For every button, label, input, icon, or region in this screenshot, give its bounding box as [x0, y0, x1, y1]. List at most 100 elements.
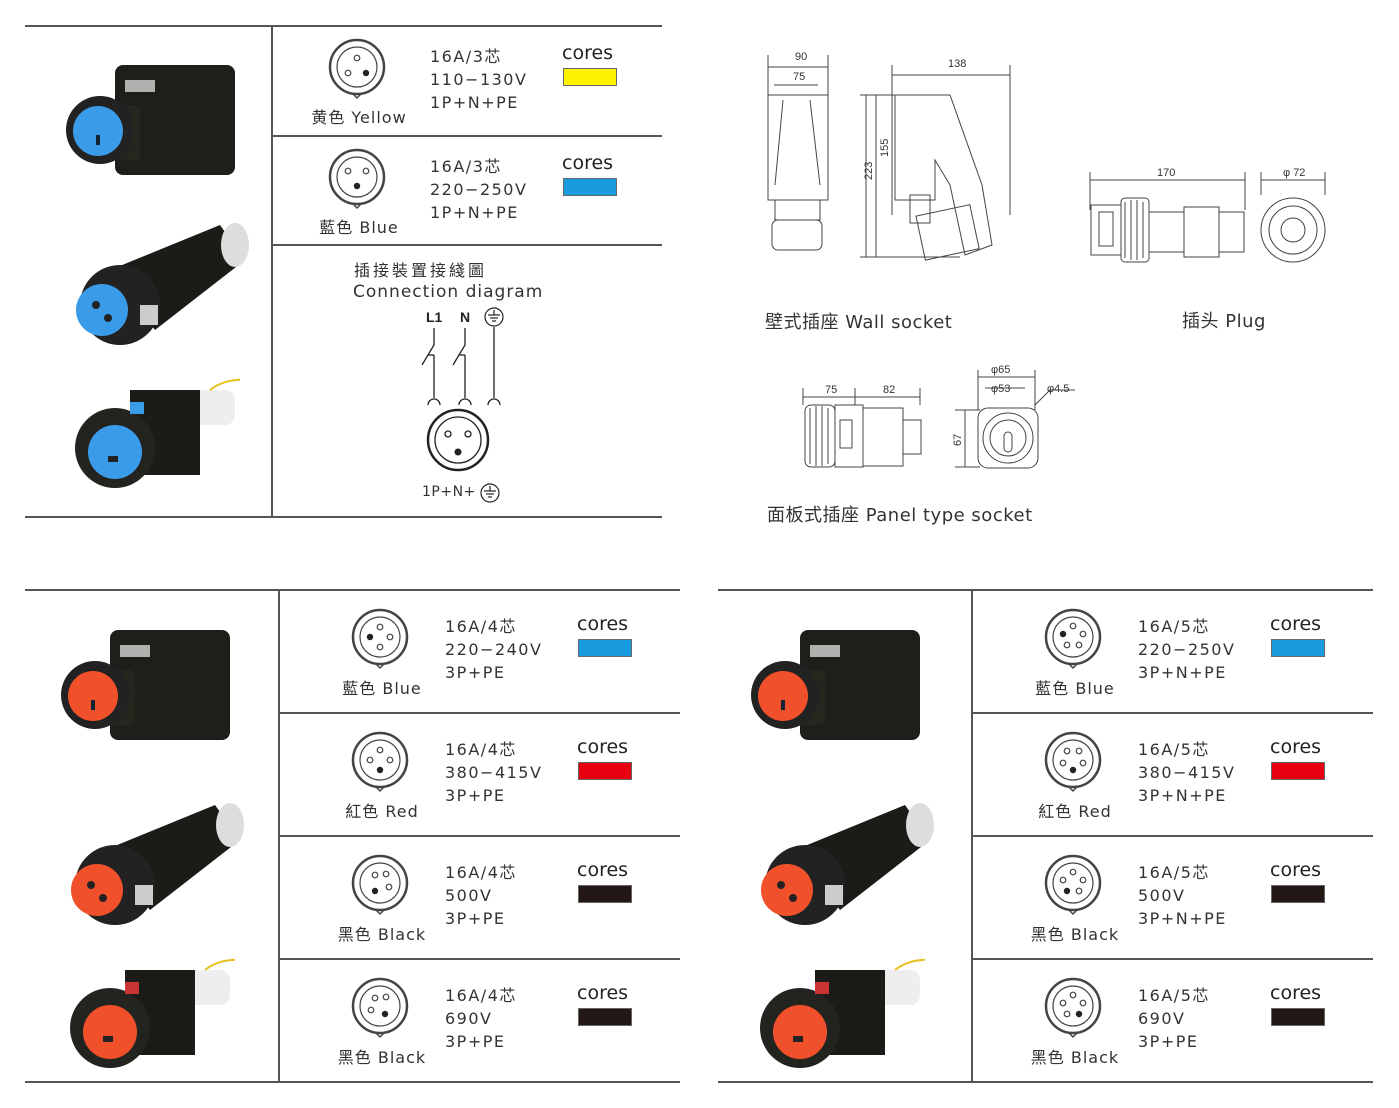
- terminal-l1: L1: [426, 309, 443, 325]
- socket-pin-layout-icon: [327, 147, 387, 210]
- cores-label: cores: [577, 736, 629, 758]
- voltage: 110−130V: [430, 70, 528, 89]
- divider: [25, 1081, 680, 1083]
- socket-pin-layout-icon: [350, 607, 410, 670]
- socket-pin-layout-icon: [1043, 976, 1103, 1039]
- cores-label: cores: [577, 982, 629, 1004]
- divider: [972, 835, 1373, 837]
- voltage: 220−240V: [445, 640, 543, 659]
- dim-label: 90: [795, 51, 807, 63]
- voltage: 380−415V: [445, 763, 543, 782]
- divider: [25, 516, 662, 518]
- dim-label: 155: [879, 139, 891, 157]
- voltage: 500V: [1138, 886, 1186, 905]
- rating: 16A/4芯: [445, 740, 517, 759]
- terminal-n: N: [460, 309, 470, 325]
- socket-pin-layout-icon: [350, 853, 410, 916]
- dim-label: 138: [948, 58, 966, 70]
- poles: 3P+PE: [445, 909, 506, 928]
- poles: 3P+PE: [445, 1032, 506, 1051]
- cores-label: cores: [1270, 982, 1322, 1004]
- wiring-schematic: L1 N: [421, 307, 504, 472]
- divider: [972, 958, 1373, 960]
- wall-socket-front-view: [767, 55, 829, 251]
- divider: [25, 25, 662, 27]
- core-color-swatch: [578, 885, 632, 903]
- color-label: 藍色 Blue: [319, 218, 399, 237]
- color-label: 黑色 Black: [1030, 925, 1120, 944]
- dim-label: 67: [952, 434, 964, 446]
- core-color-swatch: [578, 1008, 632, 1026]
- poles: 3P+N+PE: [1138, 909, 1227, 928]
- dim-label: φ65: [991, 364, 1010, 376]
- diagram-title-cn: 插接裝置接綫圖: [354, 261, 488, 280]
- divider: [279, 712, 680, 714]
- core-color-swatch: [1271, 1008, 1325, 1026]
- rating: 16A/5芯: [1138, 986, 1210, 1005]
- divider: [718, 1081, 1373, 1083]
- divider: [272, 135, 662, 137]
- cores-label: cores: [1270, 613, 1322, 635]
- diagram-title-en: Connection diagram: [353, 282, 544, 302]
- poles: 3P+PE: [1138, 1032, 1199, 1051]
- socket-pin-layout-icon: [1043, 853, 1103, 916]
- dim-label: 82: [883, 384, 895, 396]
- socket-pin-layout-icon: [1043, 607, 1103, 670]
- divider: [279, 835, 680, 837]
- core-color-swatch: [1271, 639, 1325, 657]
- color-label: 藍色 Blue: [1035, 679, 1115, 698]
- color-label: 黑色 Black: [337, 925, 427, 944]
- cores-label: cores: [1270, 859, 1322, 881]
- divider: [272, 244, 662, 246]
- plug-photo: [60, 210, 260, 364]
- voltage: 500V: [445, 886, 493, 905]
- poles: 1P+N+PE: [430, 93, 519, 112]
- wall-socket-photo: [55, 620, 245, 764]
- divider: [25, 589, 680, 591]
- poles: 1P+N+PE: [430, 203, 519, 222]
- voltage: 220−250V: [1138, 640, 1236, 659]
- rating: 16A/5芯: [1138, 617, 1210, 636]
- specs: 16A/4芯 500V 3P+PE: [445, 861, 517, 930]
- socket-pin-layout-icon: [350, 730, 410, 793]
- plug-photo: [745, 790, 945, 944]
- poles: 3P+PE: [445, 786, 506, 805]
- rating: 16A/5芯: [1138, 740, 1210, 759]
- dim-label: φ 72: [1283, 167, 1305, 179]
- wall-socket-photo: [745, 620, 935, 764]
- rating: 16A/4芯: [445, 863, 517, 882]
- panel-socket-photo: [55, 950, 246, 1084]
- divider: [279, 958, 680, 960]
- core-color-swatch: [563, 68, 617, 86]
- color-label: 黑色 Black: [1030, 1048, 1120, 1067]
- plug-caption: 插头 Plug: [1182, 311, 1266, 332]
- core-color-swatch: [563, 178, 617, 196]
- dim-label: φ4.5: [1047, 383, 1069, 395]
- diagram-caption: 1P+N+: [422, 484, 476, 500]
- color-label: 黑色 Black: [337, 1048, 427, 1067]
- divider: [271, 25, 273, 518]
- dim-label: 75: [793, 71, 805, 83]
- socket-pin-layout-icon: [327, 37, 387, 100]
- cores-label: cores: [1270, 736, 1322, 758]
- panel-socket-photo: [745, 950, 936, 1084]
- dim-label: 223: [863, 162, 875, 180]
- color-label: 黄色 Yellow: [311, 108, 407, 127]
- core-color-swatch: [1271, 762, 1325, 780]
- rating: 16A/4芯: [445, 986, 517, 1005]
- dim-label: 170: [1157, 167, 1175, 179]
- poles: 3P+PE: [445, 663, 506, 682]
- divider: [972, 712, 1373, 714]
- wall-socket-side-view: [860, 65, 1011, 261]
- cores-label: cores: [577, 613, 629, 635]
- specs: 16A/4芯 380−415V 3P+PE: [445, 738, 542, 807]
- wall-socket-photo: [60, 55, 250, 199]
- voltage: 690V: [445, 1009, 493, 1028]
- plug-photo: [55, 790, 255, 944]
- poles: 3P+N+PE: [1138, 786, 1227, 805]
- panel-socket-photo: [60, 370, 251, 504]
